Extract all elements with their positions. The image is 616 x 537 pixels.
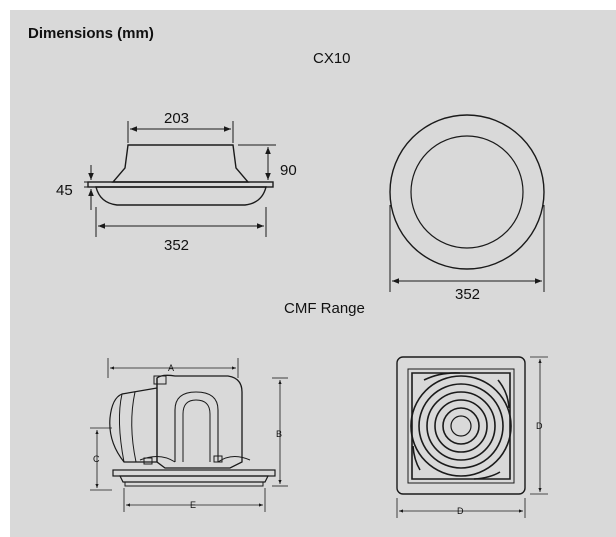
- cmf-dim-d-right-label: D: [536, 421, 543, 431]
- cx10-flange: [87, 181, 274, 188]
- cx10-flange-label: 45: [56, 182, 73, 199]
- cmf-grille-face: [407, 368, 515, 484]
- cx10-housing: [111, 144, 250, 183]
- cx10-height-label: 90: [280, 162, 297, 179]
- cx10-side-view: 203 90 45 352: [56, 110, 297, 254]
- cx10-inner-disc: [410, 135, 524, 249]
- cmf-dim-e-label: E: [190, 500, 196, 510]
- cmf-dim-b-label: B: [276, 429, 282, 439]
- cmf-square-frame: [396, 356, 526, 495]
- cmf-center-hub: [450, 415, 472, 437]
- cmf-base-plate: [112, 469, 276, 477]
- cx10-outer-ring: [389, 114, 545, 270]
- cx10-base-width-label: 352: [164, 237, 189, 254]
- cmf-dim-c-label: C: [93, 454, 100, 464]
- cmf-side-view: A B C E: [90, 358, 288, 512]
- cmf-grille: [124, 481, 264, 487]
- cmf-model-label: CMF Range: [284, 300, 365, 317]
- cx10-grille: [95, 186, 267, 206]
- cx10-top-width-label: 203: [164, 110, 189, 127]
- cmf-spigot: [109, 378, 158, 463]
- diagram-panel: Dimensions (mm) CX10 CMF Range 203 90 45…: [10, 10, 616, 537]
- diagram-heading: Dimensions (mm): [28, 25, 154, 42]
- cmf-dim-d-bottom-label: D: [457, 506, 464, 516]
- cmf-top-view: D D: [396, 356, 548, 518]
- cmf-spiral-grille: [410, 372, 512, 480]
- dimension-drawing: Dimensions (mm) CX10 CMF Range 203 90 45…: [28, 25, 548, 518]
- cmf-housing: [156, 374, 243, 469]
- cx10-top-view: 352: [389, 114, 545, 303]
- cx10-diameter-label: 352: [455, 286, 480, 303]
- cmf-dim-a-label: A: [168, 363, 174, 373]
- cx10-model-label: CX10: [313, 50, 351, 67]
